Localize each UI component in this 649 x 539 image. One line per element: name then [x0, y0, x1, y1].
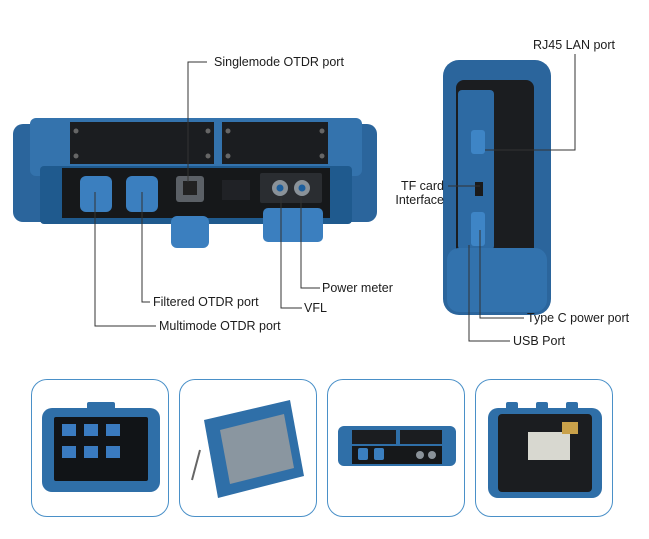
thumbnail-front-screen-view[interactable]: [31, 379, 169, 517]
device-side-view: [443, 60, 551, 315]
thumbnail-top-ports-view[interactable]: [327, 379, 465, 517]
thumbnail-angled-side-view[interactable]: [179, 379, 317, 517]
label-type-c-power-port: Type C power port: [527, 311, 630, 325]
label-tf-card-interface: TF card Interface: [395, 179, 444, 207]
leader-lines: [94, 54, 576, 342]
label-singlemode-otdr-port: Singlemode OTDR port: [214, 55, 344, 69]
label-multimode-otdr-port: Multimode OTDR port: [159, 319, 281, 333]
label-power-meter: Power meter: [322, 281, 393, 295]
device-top-view: [13, 118, 377, 248]
label-filtered-otdr-port: Filtered OTDR port: [153, 295, 259, 309]
otdr-device-diagram: [13, 54, 576, 342]
label-rj45-lan-port: RJ45 LAN port: [533, 38, 615, 52]
label-usb-port: USB Port: [513, 334, 566, 348]
thumbnail-back-view[interactable]: [475, 379, 613, 517]
label-vfl: VFL: [304, 301, 327, 315]
